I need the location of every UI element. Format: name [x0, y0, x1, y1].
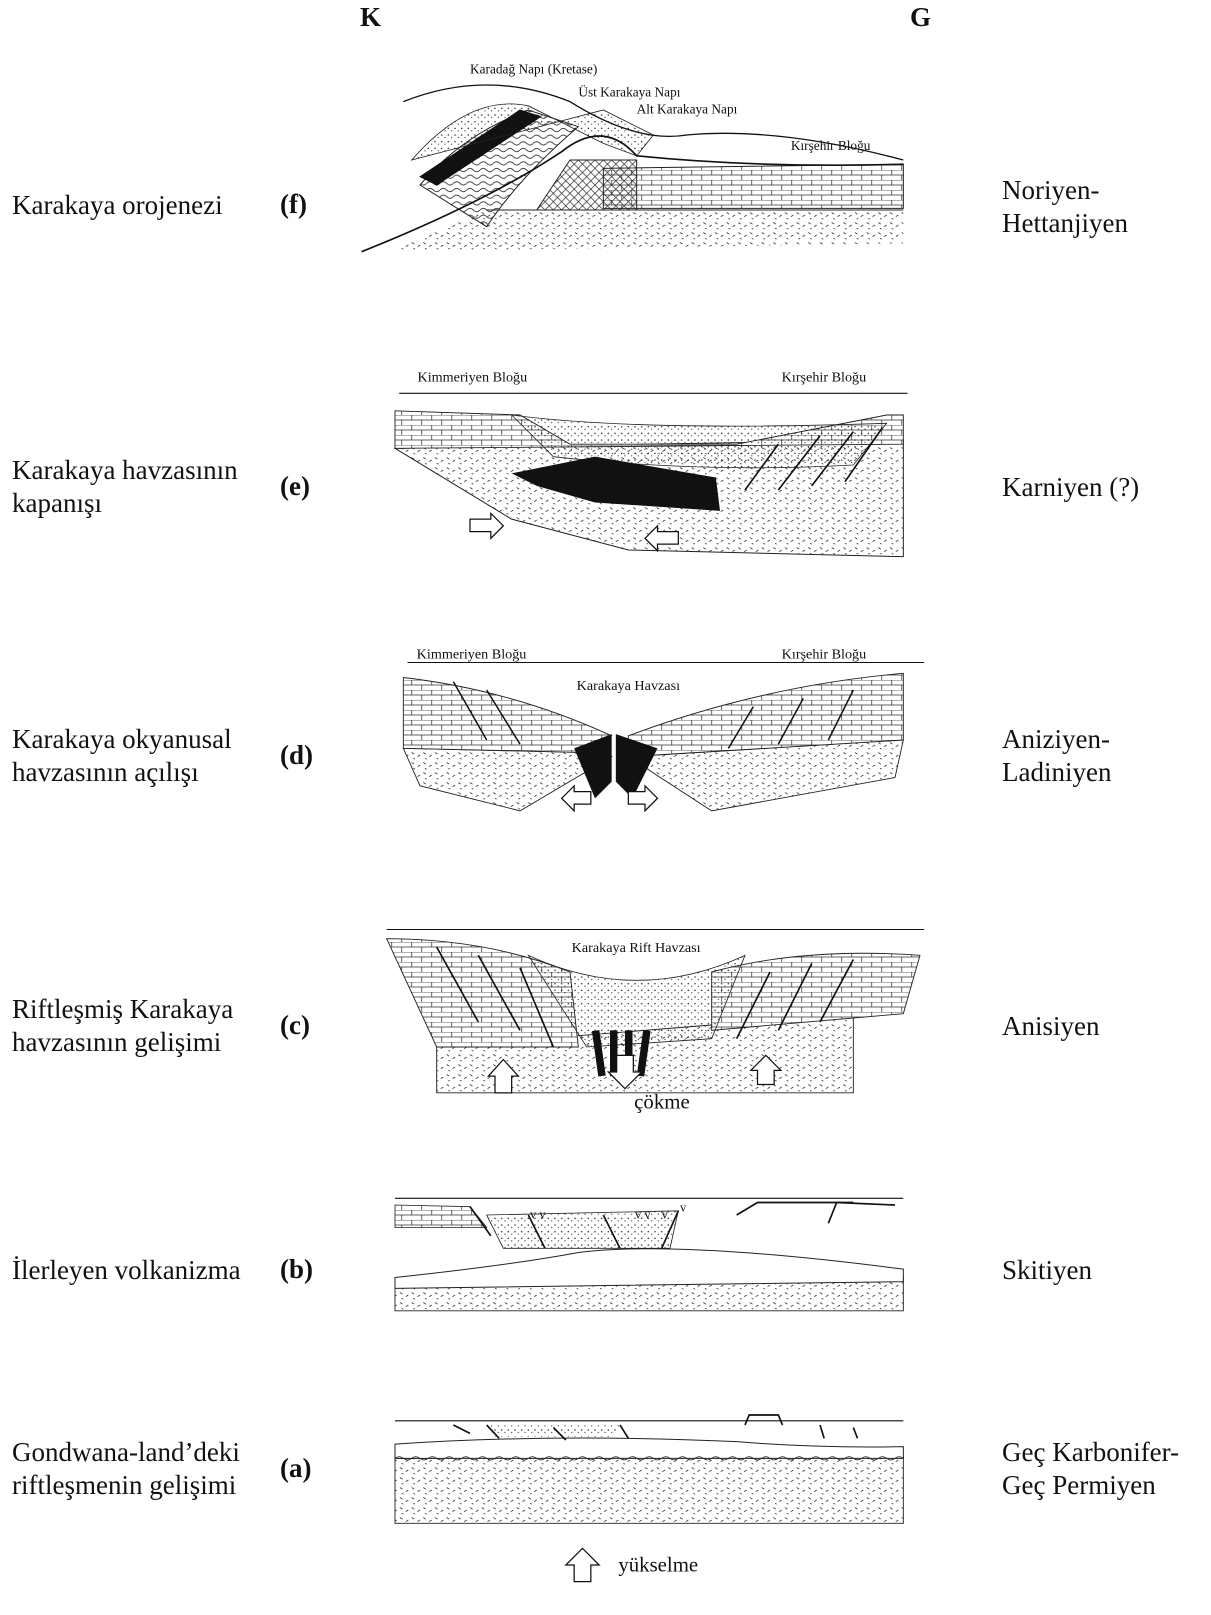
rift-block-right — [712, 953, 920, 1030]
stage-b-letter: (b) — [280, 1254, 313, 1285]
arrow-up — [566, 1548, 599, 1581]
annotation-subsidence: çökme — [634, 1090, 690, 1114]
stage-f-age-line: Noriyen- — [1002, 174, 1128, 207]
stage-a-age: Geç Karbonifer- Geç Permiyen — [1002, 1436, 1179, 1502]
compass-north-label: K — [360, 2, 381, 33]
crosshatch-block — [537, 160, 637, 210]
stage-e-cross-section: Kimmeriyen Bloğu Kırşehir Bloğu — [330, 365, 1010, 565]
platform-left — [395, 1205, 487, 1228]
stage-d-age: Aniziyen- Ladiniyen — [1002, 723, 1111, 789]
stage-f-age: Noriyen- Hettanjiyen — [1002, 174, 1128, 240]
annotation-cimmerian-block: Kimmeriyen Bloğu — [417, 646, 527, 662]
stage-f-label: Karakaya orojenezi — [12, 189, 223, 222]
stage-c-age: Anisiyen — [1002, 1010, 1100, 1043]
arrow-left — [562, 786, 591, 811]
annotation-volcanic-3: v — [662, 1207, 669, 1221]
stage-e-label-line: kapanışı — [12, 487, 238, 520]
stage-b-label: İlerleyen volkanizma — [12, 1254, 241, 1287]
kirsehir-platform — [603, 164, 903, 208]
annotation-karadag-nappe: Karadağ Napı (Kretase) — [470, 61, 597, 76]
annotation-upper-karakaya-nappe: Üst Karakaya Napı — [578, 85, 680, 100]
annotation-volcanic-4: v — [680, 1201, 687, 1215]
arrow-left — [470, 513, 503, 538]
stage-f-age-line: Hettanjiyen — [1002, 207, 1128, 240]
stage-a-age-line: Geç Permiyen — [1002, 1469, 1179, 1502]
annotation-karakaya-rift-basin: Karakaya Rift Havzası — [572, 940, 701, 956]
stage-a-cross-section: yükselme — [330, 1415, 1010, 1615]
stage-b-cross-section: v v v v v v — [330, 1190, 1010, 1390]
stage-a-label-line: riftleşmenin gelişimi — [12, 1469, 240, 1502]
stage-d-cross-section: Kimmeriyen Bloğu Kırşehir Bloğu Karakaya… — [330, 640, 1010, 840]
stage-e-age-line: Karniyen (?) — [1002, 471, 1139, 504]
stage-a-age-line: Geç Karbonifer- — [1002, 1436, 1179, 1469]
stage-c-letter: (c) — [280, 1010, 310, 1041]
basement-layer — [387, 210, 904, 252]
stage-b-label-line: İlerleyen volkanizma — [12, 1254, 241, 1287]
annotation-volcanic-2: v v — [635, 1207, 651, 1221]
stage-a-label: Gondwana-land’deki riftleşmenin gelişimi — [12, 1436, 240, 1502]
stage-a-letter: (a) — [280, 1453, 311, 1484]
annotation-cimmerian-block: Kimmeriyen Bloğu — [418, 370, 528, 386]
stage-f-cross-section: Karadağ Napı (Kretase) Üst Karakaya Napı… — [330, 60, 1010, 260]
stage-c-label-line: Riftleşmiş Karakaya — [12, 993, 233, 1026]
stage-c-label: Riftleşmiş Karakaya havzasının gelişimi — [12, 993, 233, 1059]
crust-band — [395, 1249, 903, 1289]
annotation-kirsehir-block: Kırşehir Bloğu — [782, 370, 867, 386]
stage-c-cross-section: Karakaya Rift Havzası çökme — [330, 922, 1010, 1122]
stage-b-age: Skitiyen — [1002, 1254, 1092, 1287]
stage-d-age-line: Ladiniyen — [1002, 756, 1111, 789]
annotation-lower-karakaya-nappe: Alt Karakaya Napı — [637, 101, 738, 116]
stage-f-letter: (f) — [280, 189, 307, 220]
compass-south-label: G — [910, 2, 931, 33]
rift-block-left — [387, 939, 579, 1047]
rift-fill — [487, 1425, 620, 1437]
stage-d-label: Karakaya okyanusal havzasının açılışı — [12, 723, 232, 789]
stage-e-age: Karniyen (?) — [1002, 471, 1139, 504]
stage-d-letter: (d) — [280, 740, 313, 771]
stage-d-age-line: Aniziyen- — [1002, 723, 1111, 756]
basement-layer — [395, 1457, 903, 1524]
stage-c-age-line: Anisiyen — [1002, 1010, 1100, 1043]
stage-e-label-line: Karakaya havzasının — [12, 454, 238, 487]
annotation-volcanic-1: v v — [530, 1207, 546, 1221]
stage-e-label: Karakaya havzasının kapanışı — [12, 454, 238, 520]
stage-d-label-line: Karakaya okyanusal — [12, 723, 232, 756]
stage-d-label-line: havzasının açılışı — [12, 756, 232, 789]
annotation-karakaya-basin: Karakaya Havzası — [577, 678, 680, 694]
crust-band — [395, 1438, 903, 1458]
annotation-kirsehir-block: Kırşehir Bloğu — [791, 138, 871, 153]
annotation-kirsehir-block: Kırşehir Bloğu — [782, 646, 867, 662]
stage-e-letter: (e) — [280, 471, 310, 502]
stage-f-label-line: Karakaya orojenezi — [12, 189, 223, 222]
stage-a-label-line: Gondwana-land’deki — [12, 1436, 240, 1469]
annotation-uplift: yükselme — [618, 1553, 698, 1577]
stage-b-age-line: Skitiyen — [1002, 1254, 1092, 1287]
stage-c-label-line: havzasının gelişimi — [12, 1026, 233, 1059]
